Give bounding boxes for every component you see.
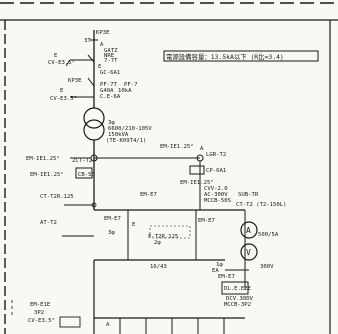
label: MCCB-3P2 xyxy=(224,302,251,308)
label: CB-50 xyxy=(78,172,95,178)
label: 3T xyxy=(84,38,91,44)
label: EM-IE1.25² xyxy=(160,143,194,150)
label: PF-7 xyxy=(124,82,137,88)
label: 10kA xyxy=(118,88,132,94)
label: CV-E3.5² xyxy=(48,59,75,66)
label: EM-E7 xyxy=(218,274,235,280)
label: PF-7T xyxy=(100,82,117,88)
label: 3φ xyxy=(108,120,115,126)
label: NRE xyxy=(104,53,115,59)
label: EM-IE1.25² xyxy=(30,171,64,178)
label: E xyxy=(132,222,136,228)
label: F-T2R.125 xyxy=(148,234,178,240)
label: KP3E xyxy=(96,30,110,36)
label: EM-IE1.25² xyxy=(180,179,214,186)
label: EM-IE1.25² xyxy=(26,155,60,162)
label: AT-T2 xyxy=(40,220,57,226)
label: CV-E3.5² xyxy=(28,317,55,324)
label: G40A xyxy=(100,88,114,94)
label: EM-E7 xyxy=(104,216,121,222)
label: AC-300V xyxy=(204,192,228,198)
label: CP-6A1 xyxy=(206,168,226,174)
label: 3P2 xyxy=(34,310,44,316)
label: KP3E xyxy=(68,78,82,84)
ammeter-icon xyxy=(240,221,258,239)
label: A xyxy=(200,146,204,152)
label: EA xyxy=(212,268,219,274)
label: A xyxy=(106,322,110,328)
label: DL.E.EEE xyxy=(224,286,252,292)
label: DCV.30DV xyxy=(226,296,254,302)
label: E xyxy=(54,53,58,59)
label: 7-7T xyxy=(104,58,118,64)
label: 150kVA xyxy=(108,132,129,138)
transformer-secondary xyxy=(83,119,105,141)
label: SUB-TR xyxy=(238,192,259,198)
capacity-note-box xyxy=(163,50,319,62)
label: CT-T2R.125 xyxy=(40,194,74,200)
label: 3φ xyxy=(108,230,115,236)
label: 500/5A xyxy=(258,232,279,238)
capacity-note: 電源設備容量：13.5kA以下 (R比=3.4) xyxy=(166,52,284,61)
label: ZCT-T2 xyxy=(72,158,92,164)
label: 16/43 xyxy=(150,264,167,270)
label: (TE-K09T4/1) xyxy=(106,138,146,144)
label: EM-E1E xyxy=(30,302,51,308)
label: GC-6A1 xyxy=(100,70,120,76)
transformer-primary xyxy=(83,107,105,129)
label: CVV-2.0 xyxy=(204,186,228,192)
label: 1φ xyxy=(216,262,223,268)
svg-text:V: V xyxy=(246,248,251,257)
label: EM-E7 xyxy=(198,218,215,224)
label: 6600/210-105V xyxy=(108,126,152,132)
label: CT-T2 (T2-150L) xyxy=(236,202,287,208)
voltmeter-icon xyxy=(240,243,258,261)
label: LGR-T2 xyxy=(206,152,226,158)
label: GATZ xyxy=(104,48,118,54)
label: 300V xyxy=(260,264,274,270)
label: C.E-6A xyxy=(100,94,121,100)
label: MCCB-50S xyxy=(204,198,231,204)
label: 2φ xyxy=(154,240,161,246)
label: E xyxy=(98,64,102,70)
label: CV-E3.5² xyxy=(50,95,77,102)
label: E xyxy=(60,88,64,94)
label: EM-E7 xyxy=(140,192,157,198)
label: A xyxy=(100,42,104,48)
svg-text:A: A xyxy=(246,226,251,235)
mccb-box xyxy=(221,281,249,295)
